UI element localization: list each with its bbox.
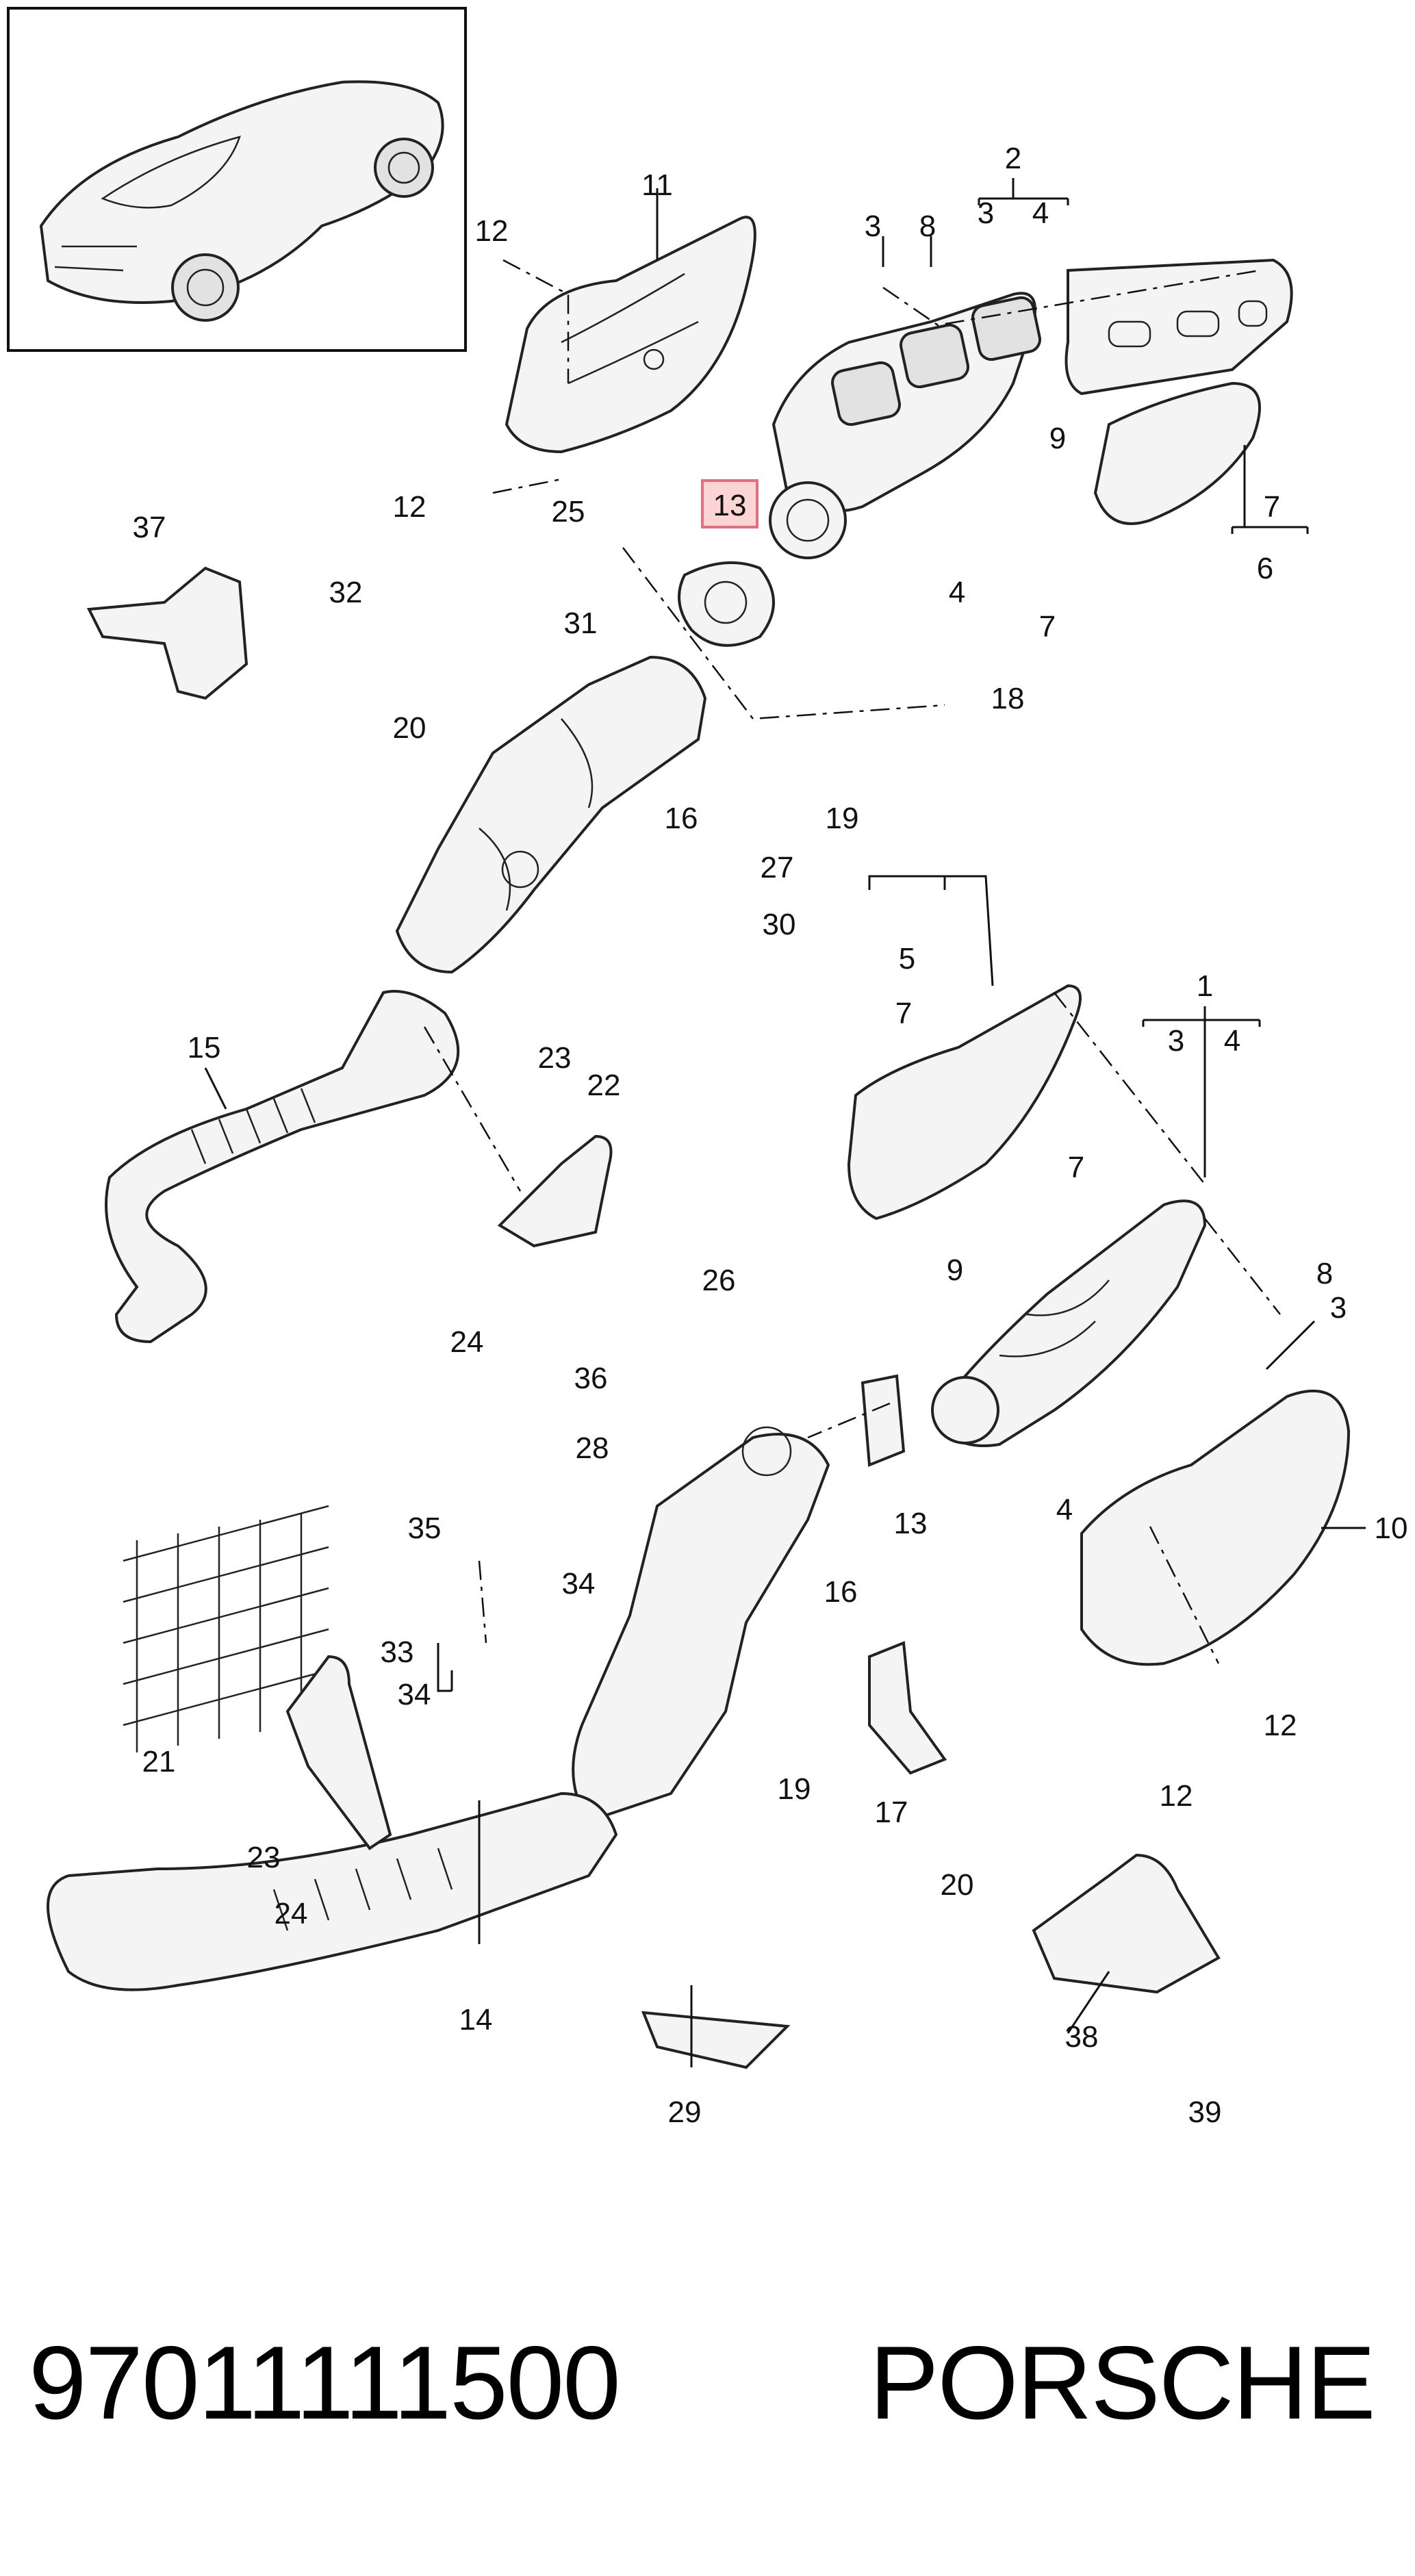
callout-33: 33 [381, 1635, 414, 1669]
callout-4-d: 4 [1056, 1493, 1073, 1527]
callout-23-b: 23 [247, 1841, 281, 1874]
callout-32: 32 [329, 576, 363, 609]
heat-shield-6 [1093, 381, 1261, 525]
callout-7-a: 7 [1264, 490, 1280, 524]
callout-13-highlight [701, 479, 759, 528]
callout-36: 36 [574, 1362, 608, 1395]
callout-1: 1 [1197, 969, 1213, 1003]
callout-35: 35 [408, 1512, 442, 1545]
callout-9-b: 9 [947, 1253, 963, 1287]
callout-15: 15 [188, 1031, 221, 1064]
callout-16-b: 16 [824, 1575, 858, 1609]
heat-shield-38 [1032, 1853, 1221, 1994]
callout-4-a: 4 [1032, 196, 1049, 230]
callout-2-a: 2 [1005, 142, 1021, 175]
callout-4-c: 4 [1224, 1024, 1240, 1058]
gasket-upper-2 [1065, 258, 1293, 396]
callout-23-a: 23 [538, 1041, 572, 1075]
callout-24-a: 24 [450, 1325, 484, 1359]
callout-8-a: 8 [919, 209, 936, 243]
exhaust-manifold-lower [931, 1199, 1207, 1447]
callout-30: 30 [763, 908, 796, 941]
callout-3-d: 3 [1330, 1291, 1347, 1325]
callout-8-b: 8 [1316, 1257, 1333, 1290]
callout-18: 18 [991, 682, 1025, 715]
callout-13-b: 13 [894, 1507, 928, 1540]
callout-34-b: 34 [398, 1678, 431, 1711]
callout-37: 37 [133, 511, 166, 544]
callout-27: 27 [761, 851, 794, 884]
callout-39: 39 [1188, 2095, 1222, 2129]
callout-11: 11 [641, 168, 673, 202]
exhaust-pipe-14 [47, 1791, 618, 1991]
callout-13-a: 13 [713, 489, 747, 522]
callout-31: 31 [564, 607, 598, 640]
callout-24-b: 24 [275, 1897, 308, 1930]
callout-28: 28 [576, 1431, 609, 1465]
catalytic-converter-upper [395, 655, 707, 974]
exhaust-pipe-15 [105, 990, 460, 1344]
callout-6: 6 [1257, 552, 1273, 585]
brand-name: PORSCHE [869, 2325, 1376, 2441]
heat-shield-5 [847, 984, 1082, 1221]
gasket-13-lower [861, 1374, 906, 1467]
callout-7-b: 7 [1039, 610, 1056, 643]
callout-29: 29 [668, 2095, 702, 2129]
callout-19-b: 19 [778, 1772, 811, 1806]
bracket-21 [285, 1655, 392, 1850]
engine-block-detail [123, 1505, 329, 1752]
callout-7-d: 7 [1068, 1151, 1084, 1184]
callout-12-b: 12 [393, 490, 426, 524]
callout-3-c: 3 [1168, 1024, 1184, 1058]
callout-12-d: 12 [1160, 1779, 1193, 1813]
callout-5: 5 [899, 942, 915, 975]
callout-12-a: 12 [475, 214, 509, 248]
callout-7-c: 7 [895, 997, 912, 1030]
callout-16-a: 16 [665, 802, 698, 835]
heat-shield-11 [505, 216, 756, 454]
bracket-37 [86, 566, 248, 700]
callout-3-a: 3 [978, 196, 994, 230]
callout-25: 25 [552, 495, 585, 528]
callout-labels: 11 12 12 25 13 2 3 4 3 8 9 7 6 4 7 37 32… [133, 142, 1408, 2129]
vehicle-inset [7, 7, 467, 352]
callout-20-b: 20 [941, 1868, 974, 1902]
callout-3-b: 3 [865, 209, 881, 243]
callout-26: 26 [702, 1264, 736, 1297]
callout-20-a: 20 [393, 711, 426, 745]
callout-17: 17 [875, 1796, 908, 1829]
callout-10: 10 [1375, 1512, 1408, 1545]
catalytic-converter-lower [572, 1426, 830, 1823]
callout-14: 14 [459, 2003, 493, 2037]
exhaust-manifold-upper [769, 292, 1041, 559]
callout-38: 38 [1065, 2020, 1099, 2054]
bracket-22 [497, 1134, 613, 1248]
leader-lines [423, 259, 1281, 1664]
heat-shield-10 [1080, 1389, 1351, 1666]
gasket-13-upper [678, 561, 775, 647]
callout-19-a: 19 [826, 802, 859, 835]
part-number: 97011111500 [29, 2325, 621, 2441]
callout-4-b: 4 [949, 576, 965, 609]
callout-12-c: 12 [1264, 1709, 1297, 1742]
assembly-paste-29 [641, 2011, 791, 2069]
bracket-17 [868, 1641, 947, 1775]
callout-21: 21 [142, 1745, 176, 1778]
callout-34-a: 34 [562, 1567, 596, 1601]
callout-leaders [204, 178, 1366, 2067]
callout-9-a: 9 [1049, 422, 1066, 455]
callout-22: 22 [587, 1069, 621, 1102]
